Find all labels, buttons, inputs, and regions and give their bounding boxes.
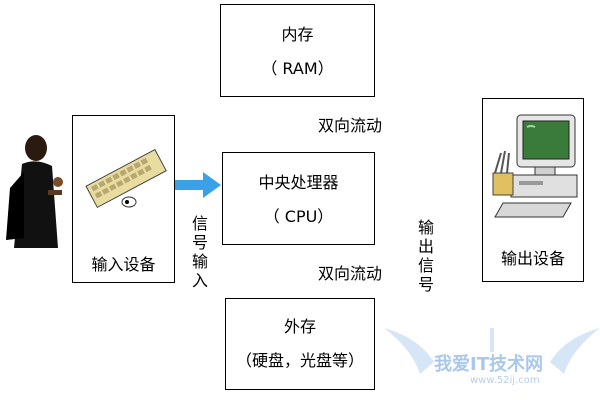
signal-input-label: 信号输入 (191, 214, 208, 290)
watermark-url: www.52ij.com (470, 375, 540, 386)
memory-box: 内存 （ RAM） (220, 4, 375, 97)
cpu-subtitle: （ CPU） (263, 207, 334, 226)
keyboard-icon (85, 148, 167, 209)
cpu-box: 中央处理器 （ CPU） (222, 152, 375, 245)
storage-title: 外存 (283, 317, 316, 336)
computer-icon (492, 114, 578, 218)
signal-output-label: 输出信号 (417, 218, 434, 294)
flow-label-top: 双向流动 (318, 116, 383, 135)
flow-label-bottom: 双向流动 (318, 264, 383, 283)
output-device-box: 输出设备 (482, 98, 584, 282)
storage-subtitle: （硬盘，光盘等） (235, 351, 364, 370)
input-device-box: 输入设备 (72, 115, 175, 283)
input-arrow (175, 172, 221, 198)
input-device-label: 输入设备 (91, 255, 156, 274)
memory-title: 内存 (281, 25, 314, 44)
watermark-wings (384, 328, 600, 374)
memory-subtitle: （ RAM） (261, 59, 334, 78)
output-device-label: 输出设备 (500, 249, 565, 268)
person-icon (6, 135, 63, 248)
watermark-text: 我爱IT技术网 (434, 354, 543, 375)
cpu-title: 中央处理器 (258, 173, 339, 192)
storage-box: 外存 （硬盘，光盘等） (225, 298, 375, 390)
